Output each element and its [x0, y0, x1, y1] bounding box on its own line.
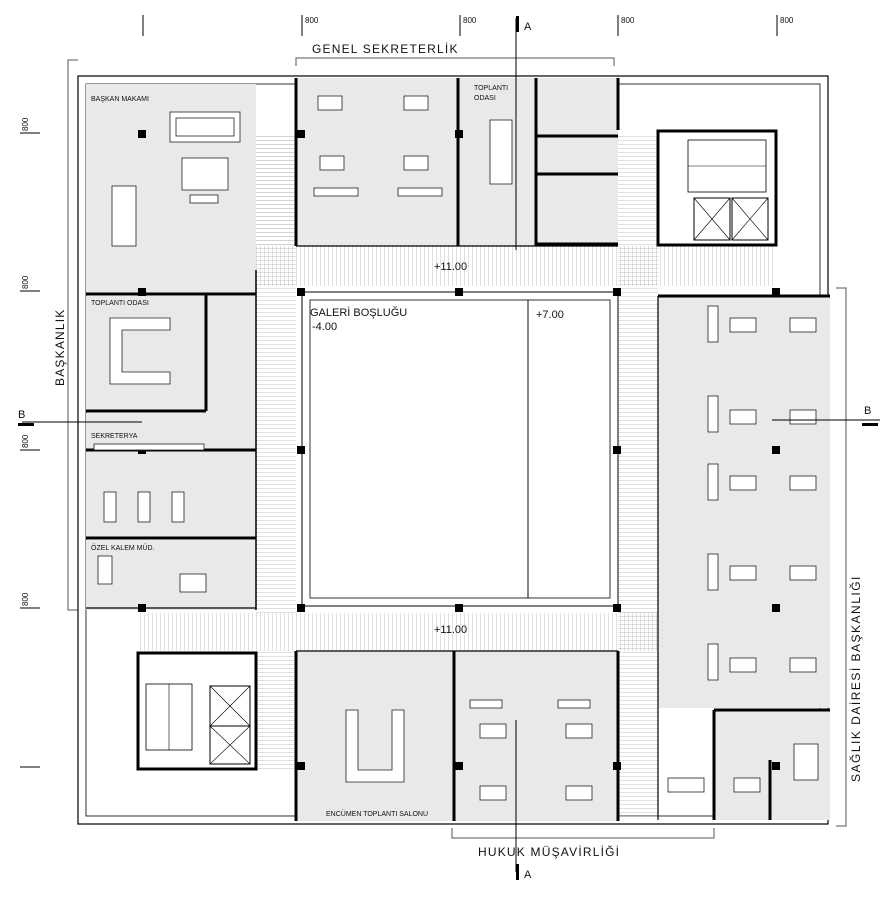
stair-core-bottom — [136, 651, 258, 771]
section-lines — [18, 16, 880, 880]
dept-hukuk: HUKUK MÜŞAVİRLİĞİ — [478, 844, 620, 859]
dim-label-top-4: 800 — [780, 16, 794, 25]
section-a-top: A — [524, 21, 532, 33]
furniture-hukuk — [469, 699, 593, 801]
section-b-right: B — [864, 405, 871, 417]
dept-saglik-dairesi: SAĞLIK DAİRESİ BAŞKANLIĞI — [848, 575, 863, 782]
room-toplanti-odasi-top-1: TOPLANTI — [474, 85, 508, 92]
dim-label-left-1: 800 — [21, 117, 30, 131]
dim-label-left-4: 800 — [21, 592, 30, 606]
room-encumen: ENCÜMEN TOPLANTI SALONU — [326, 810, 428, 818]
furniture-baskan — [111, 111, 241, 247]
room-toplanti-odasi-left: TOPLANTI ODASI — [91, 300, 149, 307]
room-baskan-makami: BAŞKAN MAKAMI — [91, 96, 149, 103]
dim-label-top-2: 800 — [463, 16, 477, 25]
room-sekreterya: SEKRETERYA — [91, 433, 138, 440]
furniture-genel-sekreterlik — [313, 95, 513, 197]
department-brackets — [67, 57, 847, 839]
level-galeri: -4.00 — [312, 321, 337, 333]
dim-label-top-3: 800 — [621, 16, 635, 25]
section-a-bottom: A — [524, 869, 532, 881]
furniture-ozel-kalem — [97, 555, 207, 593]
dim-label-top-1: 800 — [305, 16, 319, 25]
room-galeri: GALERİ BOŞLUĞU — [310, 306, 407, 319]
dim-label-left-3: 800 — [21, 434, 30, 448]
room-ozel-kalem: ÖZEL KALEM MÜD. — [91, 544, 155, 552]
furniture-encumen — [345, 709, 405, 783]
furniture-toplanti-left — [109, 317, 171, 385]
galeri-void — [301, 291, 619, 607]
dept-genel-sekreterlik: GENEL SEKRETERLİK — [312, 42, 459, 56]
level-galeri-right: +7.00 — [536, 309, 564, 321]
top-dimension-line: 800 800 800 800 — [142, 15, 794, 36]
room-toplanti-odasi-top-2: ODASI — [474, 95, 496, 102]
walls — [86, 78, 830, 821]
level-top-corridor: +11.00 — [434, 261, 467, 273]
dept-baskanlik: BAŞKANLIK — [53, 309, 67, 387]
corridor-ring — [138, 133, 776, 820]
left-dimension-line: 800 800 800 800 — [20, 117, 40, 768]
stair-core-top — [656, 129, 778, 247]
section-b-left: B — [18, 409, 25, 421]
furniture-saglik — [667, 305, 819, 793]
furniture-sekreterya — [93, 443, 205, 523]
level-bottom-corridor: +11.00 — [434, 624, 467, 636]
dim-label-left-2: 800 — [21, 275, 30, 289]
